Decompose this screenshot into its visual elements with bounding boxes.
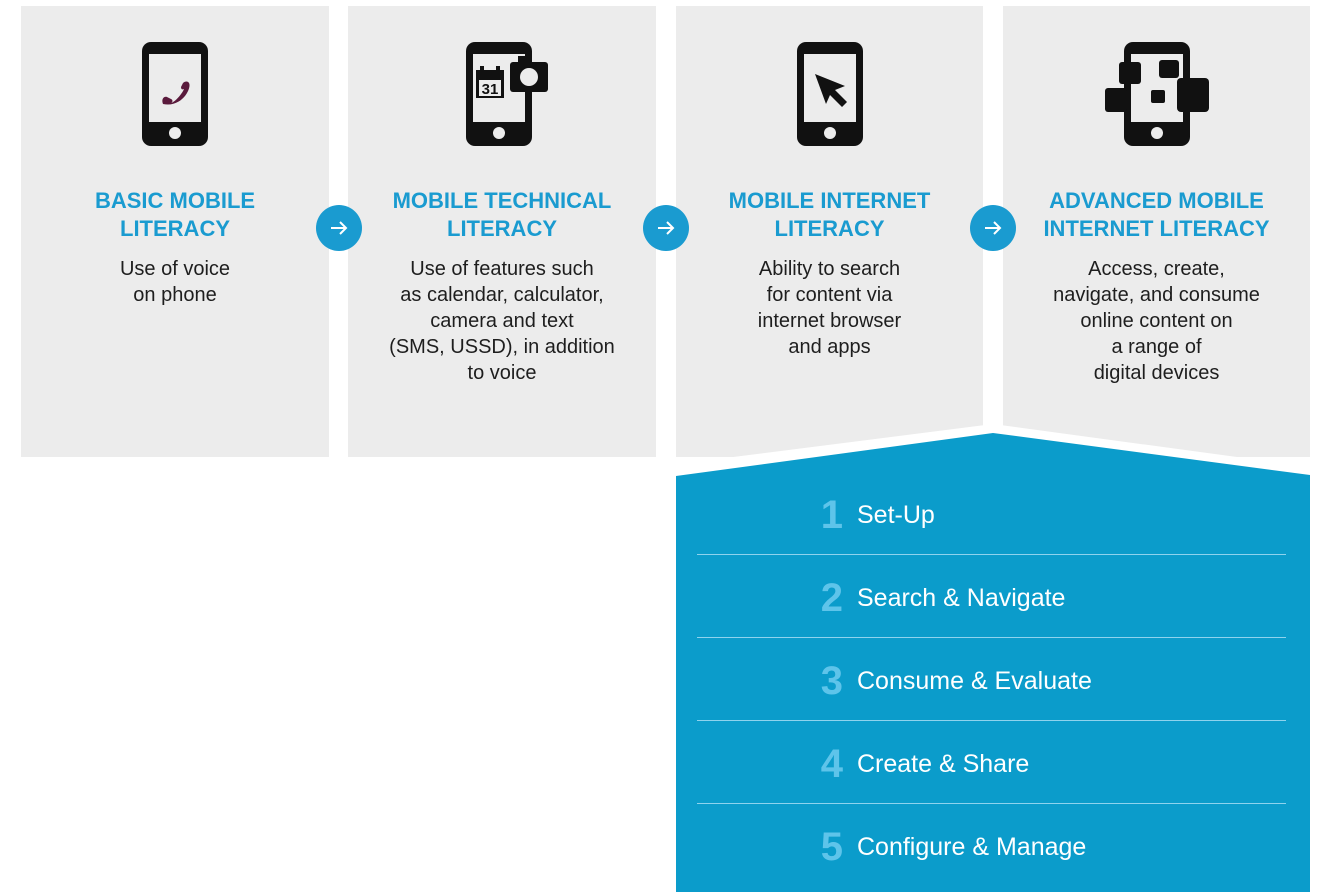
stage-card-internet: MOBILE INTERNET LITERACY Ability to sear… (676, 6, 983, 457)
step-item: 5 Configure & Manage (697, 805, 1286, 888)
stage-card-technical: 31 MOBILE TECHNICAL LITERACY Use of feat… (348, 6, 656, 457)
stage-title: MOBILE INTERNET LITERACY (728, 188, 931, 241)
calendar-camera-phone-icon: 31 (348, 40, 656, 158)
step-divider (697, 803, 1286, 804)
stage-card-advanced: ADVANCED MOBILE INTERNET LITERACY Access… (1003, 6, 1310, 457)
svg-text:31: 31 (482, 81, 499, 98)
step-number: 2 (820, 575, 843, 620)
step-label: Consume & Evaluate (857, 666, 1092, 695)
stage-title: MOBILE TECHNICAL LITERACY (392, 188, 612, 241)
stage-description: Access, create, navigate, and consume on… (1053, 258, 1260, 384)
step-label: Configure & Manage (857, 832, 1087, 861)
stage-description: Use of features such as calendar, calcul… (389, 258, 615, 384)
step-item: 2 Search & Navigate (697, 556, 1286, 639)
stage-title: BASIC MOBILE LITERACY (94, 188, 256, 241)
arrow-right-icon (970, 205, 1016, 251)
step-label: Create & Share (857, 749, 1030, 778)
stage-description: Ability to search for content via intern… (757, 258, 902, 358)
step-divider (697, 554, 1286, 555)
arrow-right-icon (643, 205, 689, 251)
phone-call-icon (21, 40, 329, 158)
stage-description: Use of voice on phone (119, 258, 231, 306)
step-divider (697, 720, 1286, 721)
step-label: Search & Navigate (857, 583, 1066, 612)
step-item: 4 Create & Share (697, 722, 1286, 805)
stage-card-basic: BASIC MOBILE LITERACY Use of voice on ph… (21, 6, 329, 457)
stage-title: ADVANCED MOBILE INTERNET LITERACY (1043, 188, 1270, 241)
cursor-phone-icon (676, 40, 983, 158)
step-number: 5 (820, 824, 843, 869)
step-item: 1 Set-Up (697, 473, 1286, 556)
step-number: 4 (820, 741, 843, 786)
step-number: 1 (820, 492, 843, 537)
step-item: 3 Consume & Evaluate (697, 639, 1286, 722)
step-divider (697, 637, 1286, 638)
step-number: 3 (820, 658, 843, 703)
arrow-right-icon (316, 205, 362, 251)
step-label: Set-Up (857, 500, 935, 529)
multi-device-phone-icon (1003, 40, 1310, 158)
